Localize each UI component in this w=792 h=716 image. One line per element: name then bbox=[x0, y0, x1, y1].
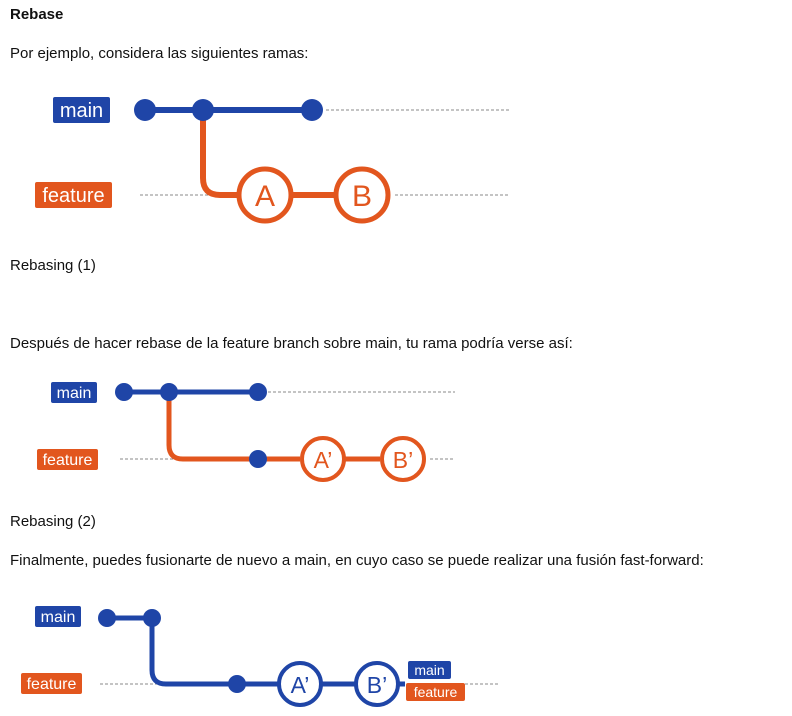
commit-circle-a-prime bbox=[300, 436, 346, 482]
feature-branch-line bbox=[200, 112, 240, 198]
main-branch-tag-text: main bbox=[41, 609, 76, 626]
commit-label-b-prime: B’ bbox=[393, 447, 413, 473]
tip-main-tag bbox=[408, 661, 451, 679]
feature-branch-tag-text: feature bbox=[27, 676, 77, 693]
feature-branch-tag bbox=[21, 673, 82, 694]
commit-circle-a bbox=[236, 166, 294, 224]
commit-label-a-prime: A’ bbox=[314, 447, 333, 473]
tip-main-tag-text: main bbox=[414, 662, 444, 678]
commit-circle-b bbox=[333, 166, 391, 224]
main-branch-tag bbox=[35, 606, 81, 627]
base-commit-dot bbox=[249, 450, 267, 468]
commit-label-b-prime: B’ bbox=[367, 672, 387, 698]
main-branch-tag-text: main bbox=[60, 100, 103, 122]
caption-rebasing-1: Rebasing (1) bbox=[10, 257, 96, 274]
main-commit-dot bbox=[301, 99, 323, 121]
feature-branch-tag bbox=[37, 449, 98, 470]
merged-branch-line bbox=[149, 620, 405, 687]
tip-feature-tag bbox=[406, 683, 465, 701]
branch-diagram-3: A’ B’ main feature main feature bbox=[21, 606, 500, 707]
main-commit-dot bbox=[249, 383, 267, 401]
feature-branch-tag-text: feature bbox=[43, 452, 93, 469]
main-commit-dot bbox=[192, 99, 214, 121]
main-branch-tag bbox=[53, 97, 110, 123]
commit-label-a: A bbox=[255, 180, 275, 213]
base-commit-dot bbox=[228, 675, 246, 693]
caption-rebasing-2: Rebasing (2) bbox=[10, 513, 96, 530]
feature-branch-line bbox=[166, 394, 258, 462]
commit-circle-a-prime bbox=[277, 661, 323, 707]
intro-text: Por ejemplo, considera las siguientes ra… bbox=[10, 45, 309, 62]
main-commit-dot bbox=[134, 99, 156, 121]
commit-label-b: B bbox=[352, 180, 372, 213]
branch-diagram-2: A’ B’ main feature bbox=[37, 382, 455, 482]
commit-label-a-prime: A’ bbox=[291, 672, 310, 698]
main-commit-dot bbox=[143, 609, 161, 627]
main-commit-dot bbox=[160, 383, 178, 401]
branch-diagram-1: A B main feature bbox=[35, 97, 510, 224]
section-heading: Rebase bbox=[10, 6, 64, 23]
main-commit-dot bbox=[115, 383, 133, 401]
commit-circle-b-prime bbox=[354, 661, 400, 707]
tip-feature-tag-text: feature bbox=[414, 684, 458, 700]
main-branch-tag bbox=[51, 382, 97, 403]
feature-branch-tag bbox=[35, 182, 112, 208]
commit-circle-b-prime bbox=[380, 436, 426, 482]
main-commit-dot bbox=[98, 609, 116, 627]
main-branch-tag-text: main bbox=[57, 385, 92, 402]
paragraph-after-rebase: Después de hacer rebase de la feature br… bbox=[10, 335, 573, 352]
feature-branch-tag-text: feature bbox=[42, 185, 104, 207]
paragraph-fast-forward: Finalmente, puedes fusionarte de nuevo a… bbox=[10, 552, 704, 569]
